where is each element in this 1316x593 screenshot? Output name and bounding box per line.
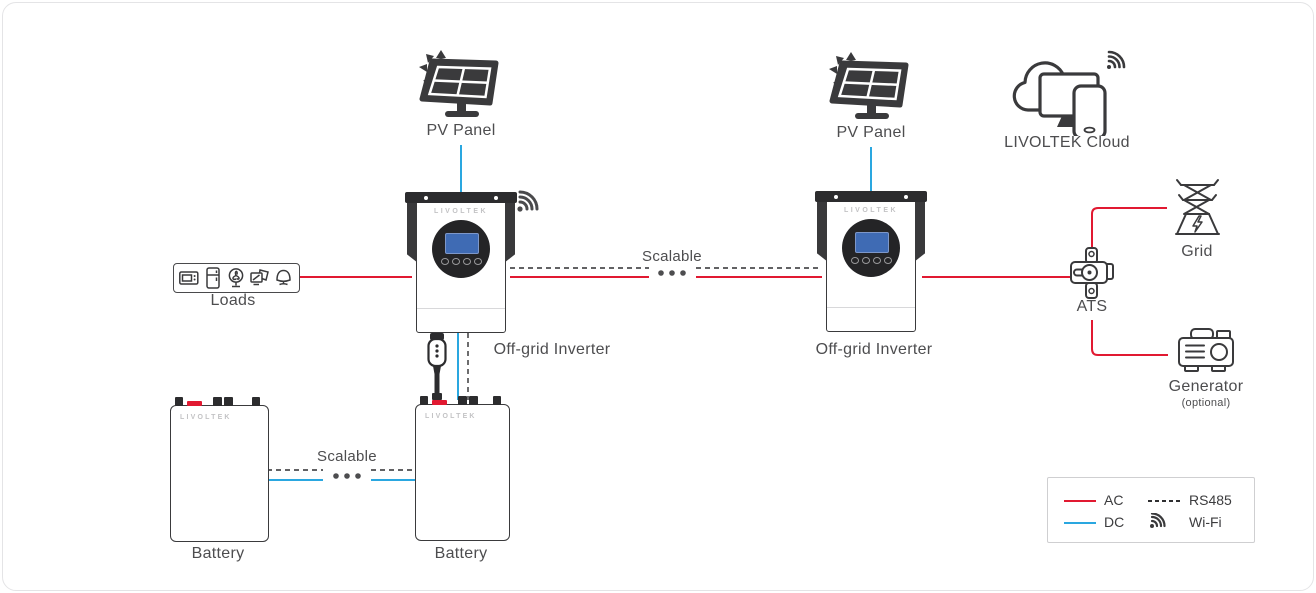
battery-left: LIVOLTEK bbox=[170, 397, 269, 542]
wifi-icon bbox=[1150, 513, 1166, 528]
legend-dc-label: DC bbox=[1104, 514, 1125, 530]
cloud-icon bbox=[1012, 50, 1126, 136]
ac-line-ats-grid bbox=[1091, 207, 1167, 251]
brand-text: LIVOLTEK bbox=[180, 414, 232, 421]
off-grid-inverter-right: LIVOLTEK bbox=[815, 191, 927, 332]
scalable-dots-inverters bbox=[658, 270, 686, 276]
generator-optional-note: (optional) bbox=[1181, 397, 1231, 409]
ac-line-swatch bbox=[1064, 500, 1096, 502]
battery-cable-plug bbox=[427, 333, 447, 400]
loads-box bbox=[173, 263, 300, 293]
ats-label: ATS bbox=[1076, 298, 1108, 315]
heatsink-fin bbox=[817, 200, 828, 262]
battery-left-label: Battery bbox=[191, 545, 245, 562]
pv-panel-icon-left bbox=[419, 50, 499, 117]
wifi-icon bbox=[1107, 50, 1126, 69]
battery-terminal bbox=[175, 397, 183, 406]
wifi-icon bbox=[517, 190, 539, 212]
brand-text: LIVOLTEK bbox=[425, 413, 477, 420]
battery-right-label: Battery bbox=[434, 545, 488, 562]
legend-ac-label: AC bbox=[1104, 492, 1124, 508]
loads-label: Loads bbox=[210, 292, 256, 309]
mounting-bar bbox=[815, 191, 927, 202]
heatsink-fin bbox=[914, 200, 925, 262]
pv-panel-icon-right bbox=[829, 52, 909, 119]
mounting-bar bbox=[405, 192, 517, 203]
phone-icon bbox=[1072, 84, 1107, 136]
generator-icon bbox=[1178, 328, 1234, 372]
legend-box: AC RS485 DC Wi-Fi bbox=[1047, 477, 1255, 543]
battery-terminal bbox=[458, 396, 467, 405]
battery-terminal bbox=[493, 396, 501, 405]
battery-terminal bbox=[420, 396, 428, 405]
refrigerator-icon bbox=[205, 267, 220, 289]
microwave-icon bbox=[178, 271, 199, 285]
computer-icon bbox=[250, 269, 270, 286]
heatsink-fin bbox=[407, 201, 418, 263]
battery-terminal-red bbox=[432, 400, 447, 405]
battery-right: LIVOLTEK bbox=[415, 396, 510, 541]
scalable-batteries-label: Scalable bbox=[317, 448, 377, 465]
scalable-inverters-label: Scalable bbox=[642, 248, 702, 265]
ats-icon bbox=[1070, 247, 1114, 299]
cloud-label: LIVOLTEK Cloud bbox=[1004, 134, 1130, 151]
display-buttons bbox=[432, 258, 490, 265]
lcd-screen bbox=[445, 233, 479, 254]
battery-terminal bbox=[252, 397, 260, 406]
brand-text: LIVOLTEK bbox=[843, 207, 899, 214]
grid-icon bbox=[1175, 179, 1220, 235]
grid-label: Grid bbox=[1181, 243, 1213, 260]
heatsink-fin bbox=[504, 201, 515, 263]
battery-terminal bbox=[224, 397, 233, 406]
rs485-line-swatch bbox=[1148, 500, 1182, 502]
off-grid-inverter-left: LIVOLTEK bbox=[405, 192, 517, 333]
inverter-display bbox=[432, 220, 490, 278]
display-buttons bbox=[842, 257, 900, 264]
inverter-left-label: Off-grid Inverter bbox=[493, 341, 611, 358]
inverter-front-panel: LIVOLTEK bbox=[416, 198, 506, 333]
lcd-screen bbox=[855, 232, 889, 253]
pv-panel-left-label: PV Panel bbox=[426, 122, 496, 139]
ac-line-ats-generator bbox=[1091, 320, 1168, 356]
battery-terminal-red bbox=[187, 401, 202, 406]
dc-line-swatch bbox=[1064, 522, 1096, 524]
lamp-icon bbox=[276, 269, 291, 286]
battery-terminal bbox=[213, 397, 222, 406]
pv-panel-right-label: PV Panel bbox=[836, 124, 906, 141]
legend-rs485-label: RS485 bbox=[1189, 492, 1232, 508]
battery-terminal bbox=[469, 396, 478, 405]
brand-text: LIVOLTEK bbox=[433, 208, 489, 215]
scalable-dots-batteries bbox=[333, 473, 361, 479]
inverter-right-label: Off-grid Inverter bbox=[815, 341, 933, 358]
legend-wifi-label: Wi-Fi bbox=[1189, 514, 1222, 530]
fan-icon bbox=[229, 268, 244, 288]
panel-seam bbox=[827, 307, 915, 308]
panel-seam bbox=[417, 308, 505, 309]
inverter-front-panel: LIVOLTEK bbox=[826, 197, 916, 332]
inverter-display bbox=[842, 219, 900, 277]
generator-label: Generator bbox=[1168, 378, 1244, 395]
